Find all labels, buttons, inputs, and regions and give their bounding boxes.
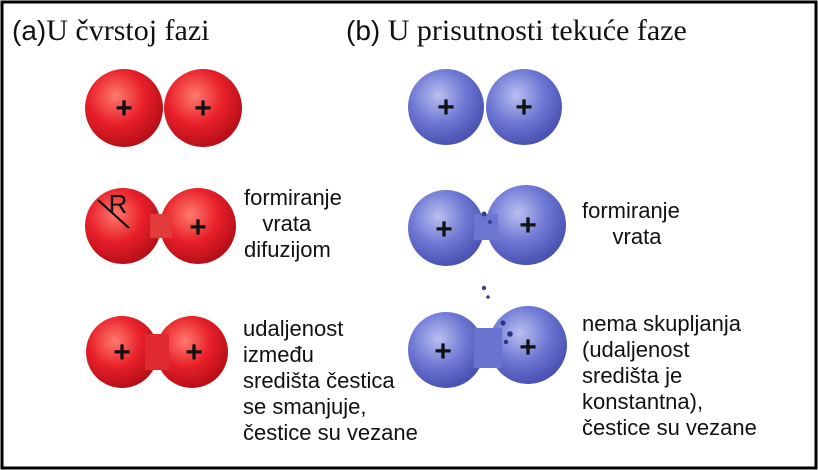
- solid-particle-right: [156, 316, 228, 388]
- liquid-neck: [474, 328, 502, 368]
- liquid-no-shrink-note: nema skupljanja (udaljenost središta je …: [582, 311, 757, 440]
- solid-pair-initial: [85, 69, 242, 147]
- liquid-pair-neck: [408, 185, 566, 266]
- solid-pair-bonded: [86, 316, 228, 388]
- liquid-particle-left: [408, 69, 484, 145]
- solid-neck-note: formiranje vrata difuzijom: [244, 185, 342, 262]
- liquid-phase-tag: (b): [346, 15, 381, 46]
- solid-particle-right: [160, 188, 236, 264]
- liquid-phase-title: U prisutnosti tekuće faze: [387, 14, 687, 47]
- liquid-droplet: [503, 339, 509, 345]
- radius-line: [97, 199, 130, 229]
- solid-neck: [150, 214, 172, 238]
- plus-sign: +: [185, 336, 203, 369]
- solid-particle-left: [86, 316, 158, 388]
- liquid-pair-initial: [408, 69, 562, 145]
- plus-sign: +: [194, 92, 212, 125]
- liquid-droplet: [500, 320, 506, 326]
- plus-sign: +: [437, 91, 455, 124]
- solid-shrink-note: udaljenost između središta čestica se sm…: [243, 316, 418, 445]
- solid-particle-left: [85, 188, 161, 264]
- liquid-droplet: [486, 295, 490, 299]
- liquid-particle-right: [489, 306, 567, 384]
- plus-sign: +: [115, 92, 133, 125]
- solid-particle-right: [164, 69, 242, 147]
- plus-sign: +: [434, 335, 452, 368]
- solid-phase-title: U čvrstoj fazi: [46, 14, 210, 47]
- liquid-particle-right: [486, 69, 562, 145]
- plus-sign: +: [189, 211, 207, 244]
- liquid-phase-heading: (b) U prisutnosti tekuće faze: [346, 14, 687, 48]
- plus-sign: +: [519, 209, 537, 242]
- liquid-particle-left: [408, 190, 484, 266]
- plus-sign: +: [113, 336, 131, 369]
- plus-sign: +: [435, 213, 453, 246]
- solid-pair-neck: [85, 188, 236, 264]
- solid-phase-heading: (a)U čvrstoj fazi: [12, 14, 210, 48]
- liquid-neck: [474, 214, 498, 240]
- solid-phase-tag: (a): [12, 15, 47, 46]
- plus-sign: +: [519, 331, 537, 364]
- plus-signs: + + + + + + + + + + + R: [109, 91, 537, 369]
- solid-particle-left: [85, 69, 163, 147]
- liquid-droplet: [488, 220, 492, 224]
- liquid-droplet: [507, 331, 513, 337]
- radius-label: R: [109, 189, 128, 219]
- liquid-droplet: [481, 211, 487, 217]
- liquid-droplet: [481, 285, 487, 291]
- liquid-pair-bonded: [408, 285, 567, 388]
- solid-neck: [145, 334, 169, 370]
- liquid-particle-right: [486, 185, 566, 265]
- liquid-particle-left: [408, 312, 484, 388]
- plus-sign: +: [515, 91, 533, 124]
- liquid-neck-note: formiranje vrata: [582, 198, 680, 249]
